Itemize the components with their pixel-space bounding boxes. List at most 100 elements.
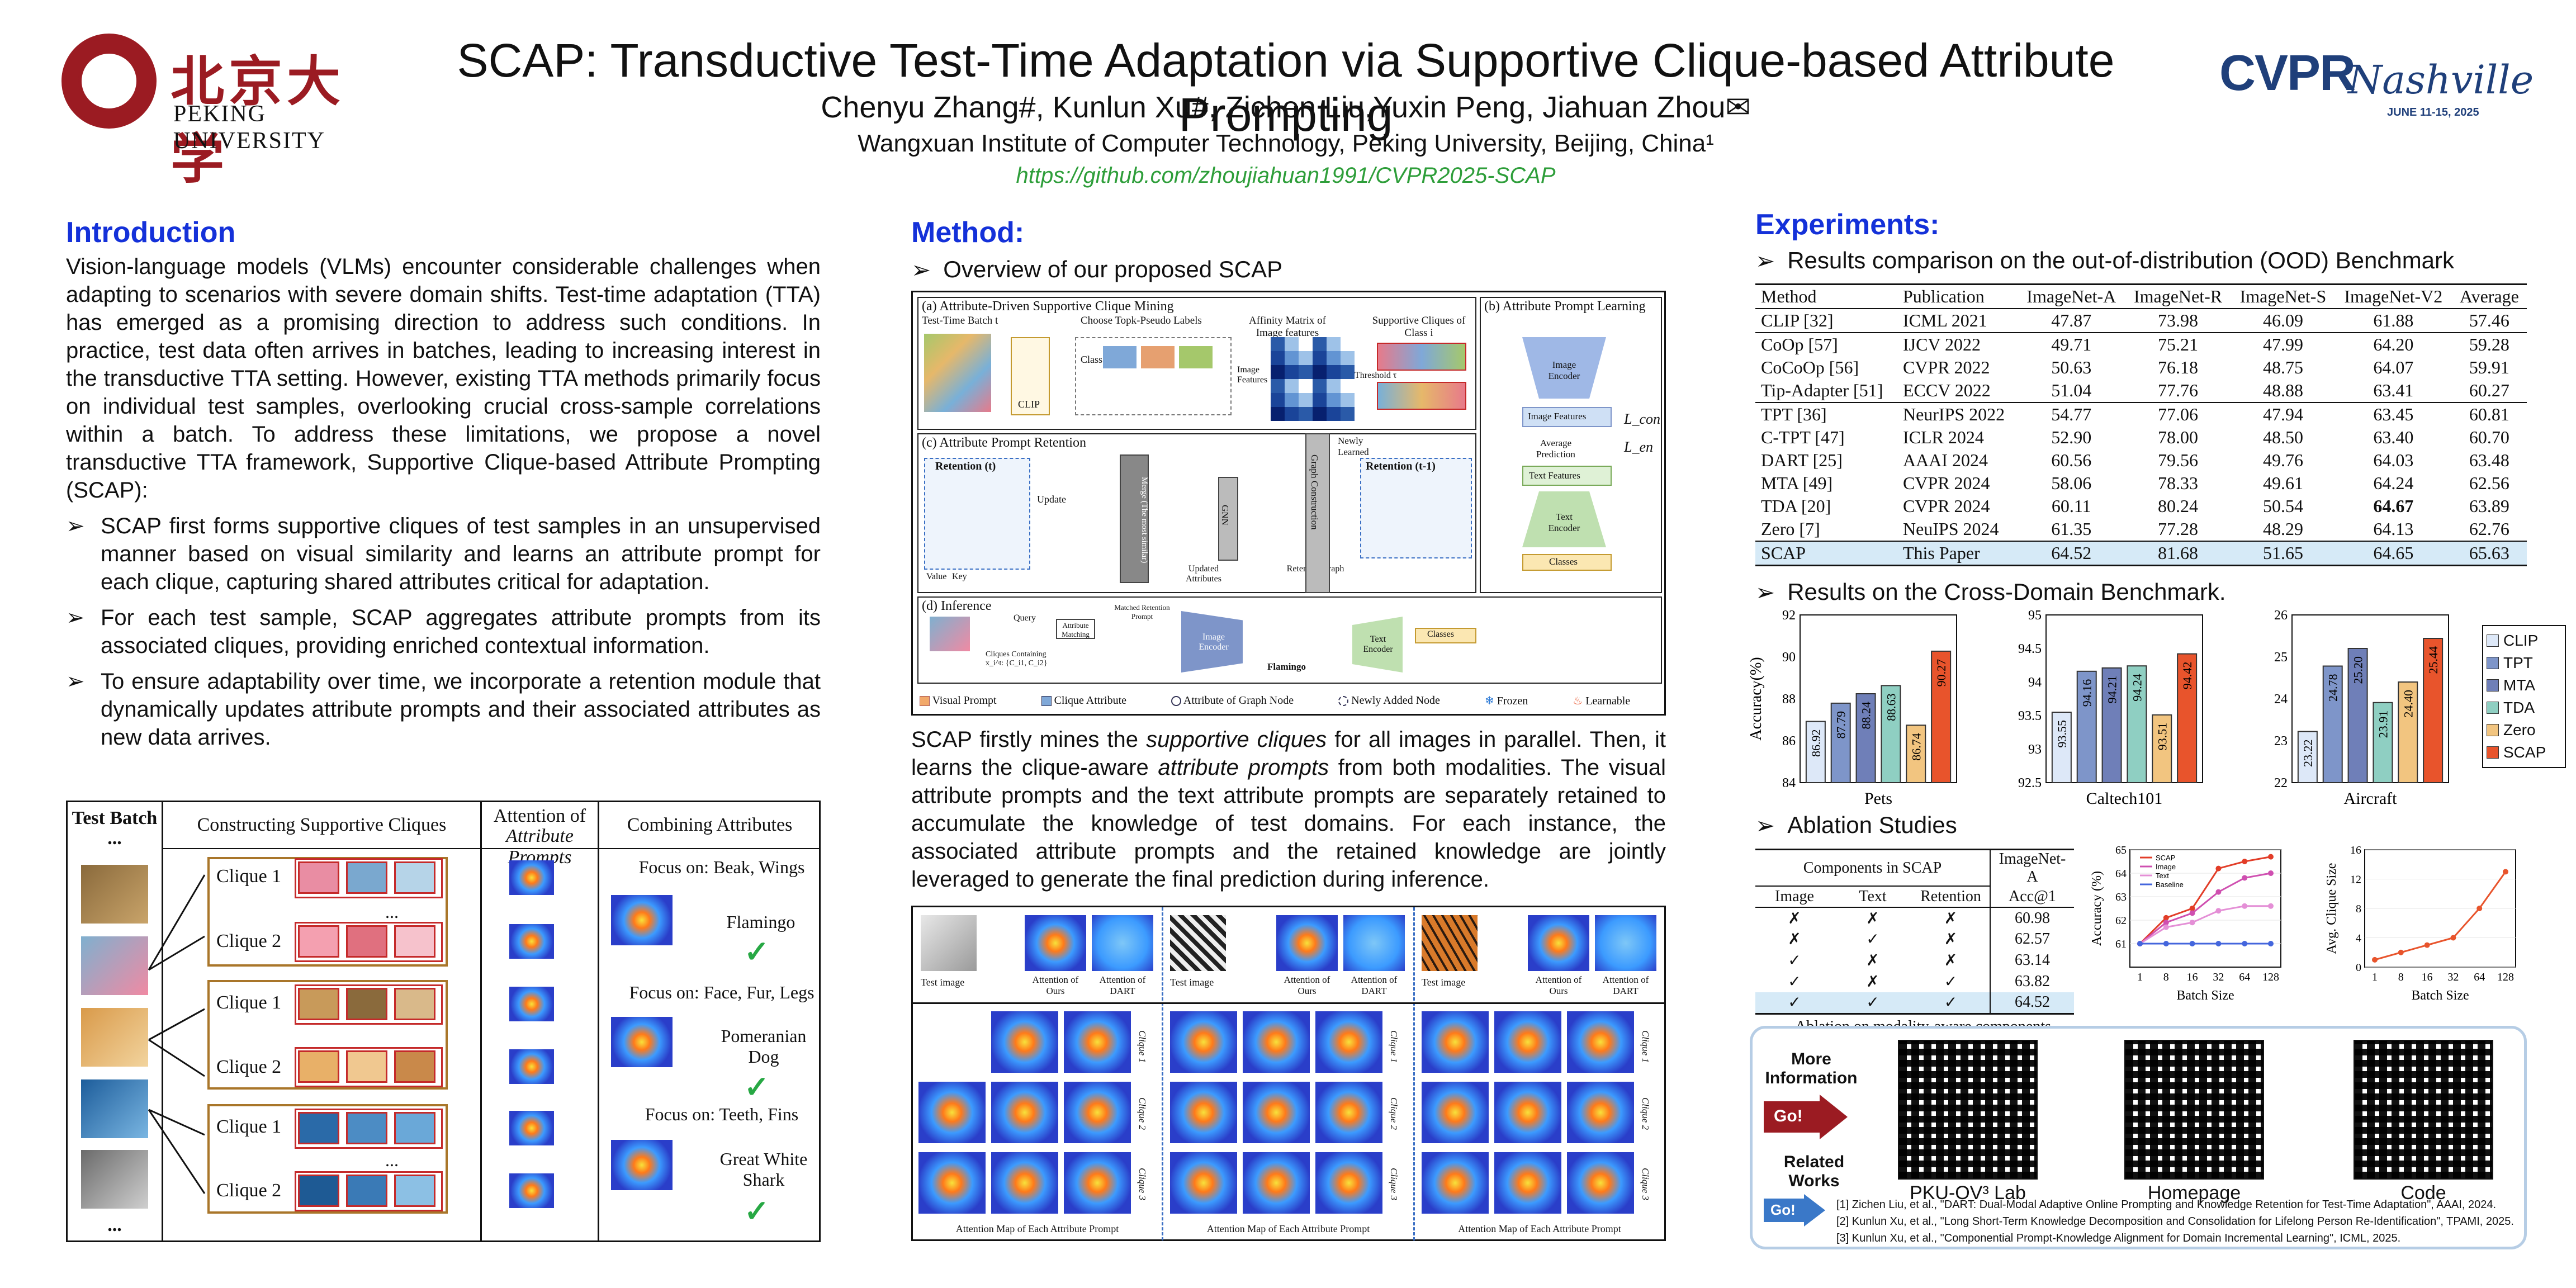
table-cell: ✗ [1912,929,1991,950]
bar [1881,685,1901,783]
clique-label: Clique 2 [1640,1097,1651,1130]
legend-frozen: ❄ Frozen [1485,694,1528,708]
test-image-label: Test image [921,977,965,988]
attention-ours [1025,915,1086,971]
table-cell: ✓ [1866,994,1879,1012]
clique-images [295,922,443,962]
clique-label: Clique 2 [1389,1097,1399,1130]
supportive-clique-thumbs [1377,343,1466,371]
table-cell: CoCoOp [56] [1761,357,1859,377]
x-tick-label: 16 [2187,971,2198,983]
bar-value-label: 86.74 [1909,733,1923,761]
gnn-label: GNN [1220,505,1230,525]
combined-heatmap [611,895,673,945]
bar-value-label: 94.21 [2105,676,2119,704]
attention-map [1170,1082,1237,1143]
table-cell: IJCV 2022 [1897,332,2018,356]
attention-dart [1343,915,1405,971]
image-encoder-d [1181,611,1243,673]
gnn-block [1218,477,1238,561]
method-legend: Visual Prompt Clique Attribute Attribute… [920,690,1658,711]
table-cell: 78.33 [2158,473,2199,493]
table-cell: 63.48 [2469,450,2509,470]
data-point [2268,941,2274,946]
overview-text: Overview of our proposed SCAP [943,256,1283,282]
table-cell: ✓ [1788,994,1801,1012]
attention-title-em: Attribute Prompts [506,826,574,868]
bar-value-label: 94.24 [2130,674,2144,702]
table-row: ✓✗✗63.14 [1755,950,2074,971]
y-tick-label: 94.5 [2018,642,2042,656]
qr-label: Homepage [2147,1182,2241,1204]
table-cell: 64.24 [2373,473,2414,493]
x-tick-label: 1 [2137,971,2143,983]
authors: Chenyu Zhang#, Kunlun Xu#, Zichen Liu,Yu… [821,91,1751,124]
table-cell: NeurIPS 2022 [1897,402,2018,426]
qr-code-code[interactable] [2354,1040,2493,1180]
table-cell: 62.56 [2469,473,2509,493]
data-point [2398,949,2404,955]
y-tick-label: 90 [1782,650,1796,665]
attention-map [991,1082,1058,1143]
chart-frame [2129,849,2281,968]
attention-ours [1528,915,1589,971]
flamingo-output: Flamingo [1267,661,1306,672]
table-cell: 65.63 [2451,541,2527,566]
test-image-label: Test image [1422,977,1466,988]
go-button[interactable]: Go! [1764,1095,1848,1139]
batch-connection-lines [148,874,206,1194]
bar-value-label: 23.91 [2376,711,2390,738]
method-text-emphasis: attribute prompts [1158,755,1329,780]
bar [1906,724,1926,783]
attention-map [1170,1011,1237,1073]
bar-value-label: 93.55 [2055,720,2069,748]
bar-value-label: 90.27 [1934,659,1948,687]
arrow-icon: ➢ [66,605,85,631]
attention-ours-label: Attention of Ours [1284,974,1330,996]
ood-heading: ➢Results comparison on the out-of-distri… [1755,247,2527,274]
table-cell: 77.06 [2125,402,2231,426]
table-cell: 63.40 [2373,427,2414,447]
retention-t-label: Retention (t) [935,460,996,472]
table-cell: TDA [20] [1761,496,1831,516]
legend-text: Visual Prompt [932,694,997,707]
table-cell: 47.94 [2231,402,2335,426]
series-line [2139,872,2271,945]
table-cell: 46.09 [2262,310,2303,330]
legend-swatch [2487,702,2499,714]
table-cell: 62.57 [2015,930,2050,948]
bar [2152,714,2172,783]
data-point [2189,920,2195,926]
legend-text: Frozen [1497,694,1528,707]
table-cell: ✗ [1912,950,1991,971]
ablation-heading-text: Ablation Studies [1787,812,1957,838]
bar [2177,653,2198,783]
bar-value-label: 24.40 [2401,690,2415,718]
qr-code-homepage[interactable] [2124,1040,2264,1180]
clique-label: Clique 2 [216,1180,282,1201]
legend-swatch [2487,657,2499,669]
divider [480,802,482,1240]
go-label: Go! [1774,1107,1803,1125]
data-point [2242,941,2248,946]
qr-code-lab[interactable] [1898,1040,2038,1180]
table-cell: 64.65 [2334,541,2452,566]
test-image-label: Test image [1170,977,1214,988]
ellipsis: ... [385,902,399,922]
y-tick-label: 95 [2028,608,2042,623]
related-go-button[interactable]: Go! [1764,1194,1825,1227]
y-axis-label: Avg. Clique Size [2324,863,2339,954]
github-link[interactable]: https://github.com/zhoujiahuan1991/CVPR2… [1016,163,1556,188]
more-info-label: More Information [1765,1050,1858,1087]
test-batch-title: Test Batch [72,808,158,828]
table-cell: 73.98 [2158,310,2199,330]
legend-item: TDA [2487,697,2561,719]
bar [1805,721,1826,783]
series-line [2139,856,2271,945]
table-cell: 77.76 [2158,380,2199,400]
column-header: Components in SCAP [1755,849,1991,887]
